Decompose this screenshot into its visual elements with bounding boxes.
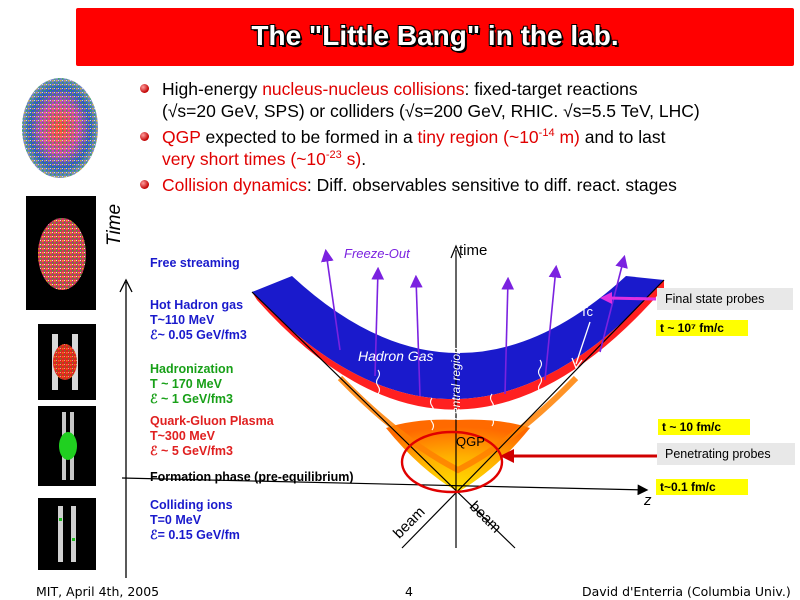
spacetime-diagram — [119, 244, 665, 578]
final-time-badge: t ~ 10⁷ fm/c — [656, 320, 748, 336]
time-axis-label: Time — [104, 203, 125, 246]
hadron-gas-label: Hadron Gas — [358, 348, 434, 364]
bullet-1-text-a: High-energy — [162, 79, 263, 99]
bullet-list: High-energy nucleus-nucleus collisions: … — [140, 78, 800, 200]
nucleus-collision-image — [22, 78, 98, 178]
bullet-2-qgp: QGP — [162, 127, 201, 147]
footer-left: MIT, April 4th, 2005 — [36, 584, 160, 599]
stage-qgp-title: Quark-Gluon Plasma — [150, 414, 274, 428]
page-number: 4 — [405, 584, 413, 599]
freeze-out-label: Freeze-Out — [344, 246, 410, 261]
formation-highlight-ellipse — [400, 430, 504, 494]
stage-formation: Formation phase (pre-equilibrium) — [150, 470, 354, 484]
stage-colliding-ions: Colliding ions T=0 MeV ℰ= 0.15 GeV/fm — [150, 498, 240, 543]
bullet-2-size-unit: m) — [554, 127, 580, 147]
stage-qgp: Quark-Gluon Plasma T~300 MeV ℰ ~ 5 GeV/f… — [150, 414, 274, 459]
stage-free-streaming: Free streaming — [150, 256, 240, 270]
evolution-image-2 — [38, 324, 96, 400]
hadron-gas-region — [252, 276, 664, 400]
footer-right: David d'Enterria (Columbia Univ.) — [582, 584, 791, 599]
t01-badge: t~0.1 fm/c — [656, 479, 748, 495]
freeze-out-arrows — [321, 248, 628, 397]
bullet-2: QGP expected to be formed in a tiny regi… — [140, 126, 800, 170]
stage-qgp-temp: T~300 MeV — [150, 429, 215, 443]
stage-colliding-temp: T=0 MeV — [150, 513, 202, 527]
z-axis — [121, 477, 649, 496]
evolution-image-4 — [38, 498, 96, 570]
bullet-1-text-b: : fixed-target reactions — [464, 79, 638, 99]
slide-title: The "Little Bang" in the lab. — [251, 20, 619, 51]
bullet-2-period: . — [361, 149, 367, 169]
photon-wavy-lines — [375, 359, 543, 431]
stage-hadronization-title: Hadronization — [150, 362, 234, 376]
tc-label: Tc — [580, 304, 593, 319]
bullet-3: Collision dynamics: Diff. observables se… — [140, 174, 800, 196]
bullet-1-line-2: (√s=20 GeV, SPS) or colliders (√s=200 Ge… — [162, 101, 700, 121]
penetrating-probes-label: Penetrating probes — [657, 443, 795, 465]
bullet-2-time: very short times (~10 — [162, 149, 326, 169]
time-label: time — [459, 242, 488, 259]
stage-hot-hadron-gas-temp: T~110 MeV — [150, 313, 215, 327]
time-axis-arrow-icon — [119, 278, 133, 293]
evolution-image-1 — [26, 196, 96, 310]
bullet-dot-icon — [140, 180, 149, 189]
bullet-3-text: : Diff. observables sensitive to diff. r… — [306, 175, 677, 195]
bullet-2-time-unit: s) — [341, 149, 362, 169]
stage-hot-hadron-gas-energy: ℰ~ 0.05 GeV/fm3 — [150, 328, 247, 342]
qgp-label: QGP — [456, 434, 485, 449]
stage-hot-hadron-gas: Hot Hadron gas T~110 MeV ℰ~ 0.05 GeV/fm3 — [150, 298, 247, 343]
stage-hadronization-energy: ℰ ~ 1 GeV/fm3 — [150, 392, 233, 406]
final-state-probe-arrow — [607, 296, 657, 301]
z-axis-label: z — [644, 492, 652, 509]
bullet-2-text-b: and to last — [579, 127, 666, 147]
stage-colliding-title: Colliding ions — [150, 498, 233, 512]
hadronization-boundary — [252, 280, 664, 410]
bullet-dot-icon — [140, 84, 149, 93]
stage-hadronization: Hadronization T ~ 170 MeV ℰ ~ 1 GeV/fm3 — [150, 362, 233, 407]
final-state-probes-label: Final state probes — [657, 288, 793, 310]
title-bar: The "Little Bang" in the lab. — [76, 8, 794, 66]
bullet-2-size-exp: -14 — [538, 127, 555, 140]
t10-badge: t ~ 10 fm/c — [658, 419, 750, 435]
stage-hot-hadron-gas-title: Hot Hadron gas — [150, 298, 244, 312]
bullet-dot-icon — [140, 132, 149, 141]
central-region-label: central region — [449, 347, 463, 420]
light-cone-left — [251, 291, 516, 549]
bullet-1: High-energy nucleus-nucleus collisions: … — [140, 78, 800, 122]
evolution-image-3 — [38, 406, 96, 486]
stage-hadronization-temp: T ~ 170 MeV — [150, 377, 222, 391]
stage-qgp-energy: ℰ ~ 5 GeV/fm3 — [150, 444, 233, 458]
bullet-3-highlight: Collision dynamics — [162, 175, 307, 195]
bullet-2-size: tiny region (~10 — [417, 127, 539, 147]
bullet-2-text-a: expected to be formed in a — [200, 127, 418, 147]
bullet-1-highlight: nucleus-nucleus collisions — [262, 79, 465, 99]
light-cone-right — [401, 279, 665, 549]
tc-pointer — [575, 321, 591, 365]
bullet-2-time-exp: -23 — [325, 149, 342, 162]
stage-colliding-energy: ℰ= 0.15 GeV/fm — [150, 528, 240, 542]
